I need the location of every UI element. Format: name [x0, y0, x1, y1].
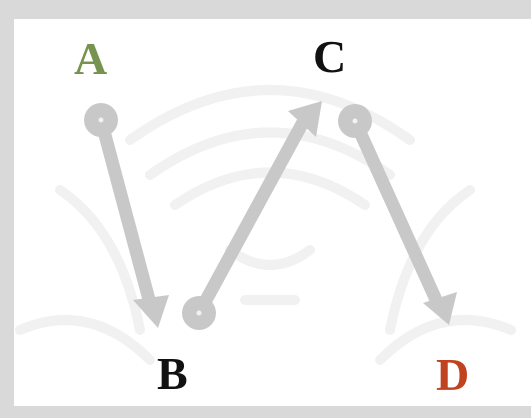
- arrow-c-to-d: [338, 104, 457, 325]
- point-label-b: B: [157, 348, 188, 399]
- point-label-d: D: [436, 349, 470, 400]
- arrow-b-to-c: [182, 101, 322, 330]
- point-label-a: A: [74, 33, 108, 84]
- point-label-c: C: [313, 31, 347, 82]
- arrow-a-to-b: [84, 103, 169, 328]
